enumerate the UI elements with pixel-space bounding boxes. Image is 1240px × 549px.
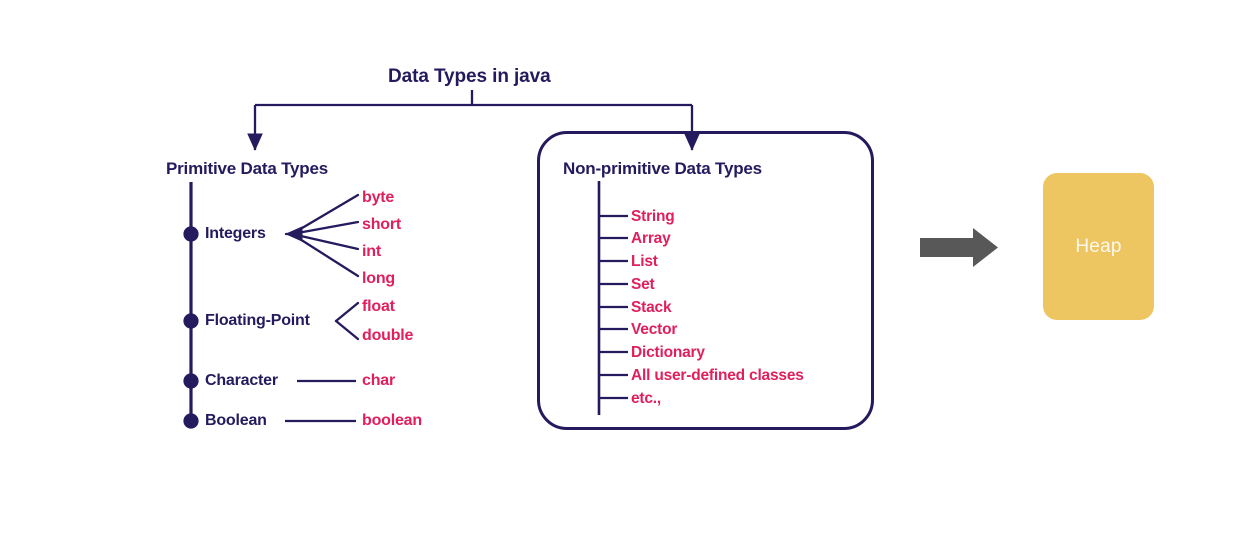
- non-primitive-item-dictionary: Dictionary: [631, 344, 705, 361]
- non-primitive-container: [537, 131, 874, 430]
- heap-label: Heap: [1075, 235, 1122, 257]
- non-primitive-branch-title: Non-primitive Data Types: [563, 159, 762, 178]
- non-primitive-item-list: List: [631, 253, 658, 270]
- primitive-type-boolean: boolean: [362, 412, 422, 429]
- primitive-type-long: long: [362, 270, 395, 287]
- heap-box: Heap: [1043, 173, 1154, 320]
- primitive-type-char: char: [362, 372, 395, 389]
- non-primitive-item-etc: etc.,: [631, 390, 662, 407]
- non-primitive-item-user-defined-classes: All user-defined classes: [631, 367, 804, 384]
- primitive-branch-title: Primitive Data Types: [166, 159, 328, 178]
- category-boolean: Boolean: [205, 412, 267, 429]
- non-primitive-item-string: String: [631, 208, 675, 225]
- primitive-type-short: short: [362, 216, 402, 233]
- non-primitive-item-stack: Stack: [631, 299, 672, 316]
- category-integers: Integers: [205, 225, 266, 242]
- category-character: Character: [205, 372, 278, 389]
- category-floating-point: Floating-Point: [205, 312, 310, 329]
- primitive-type-float: float: [362, 298, 395, 315]
- non-primitive-item-vector: Vector: [631, 321, 678, 338]
- primitive-type-byte: byte: [362, 189, 395, 206]
- non-primitive-item-array: Array: [631, 230, 671, 247]
- primitive-type-int: int: [362, 243, 381, 260]
- non-primitive-item-set: Set: [631, 276, 655, 293]
- page-title: Data Types in java: [388, 66, 551, 87]
- primitive-type-double: double: [362, 327, 414, 344]
- gray-right-arrow: [920, 228, 998, 267]
